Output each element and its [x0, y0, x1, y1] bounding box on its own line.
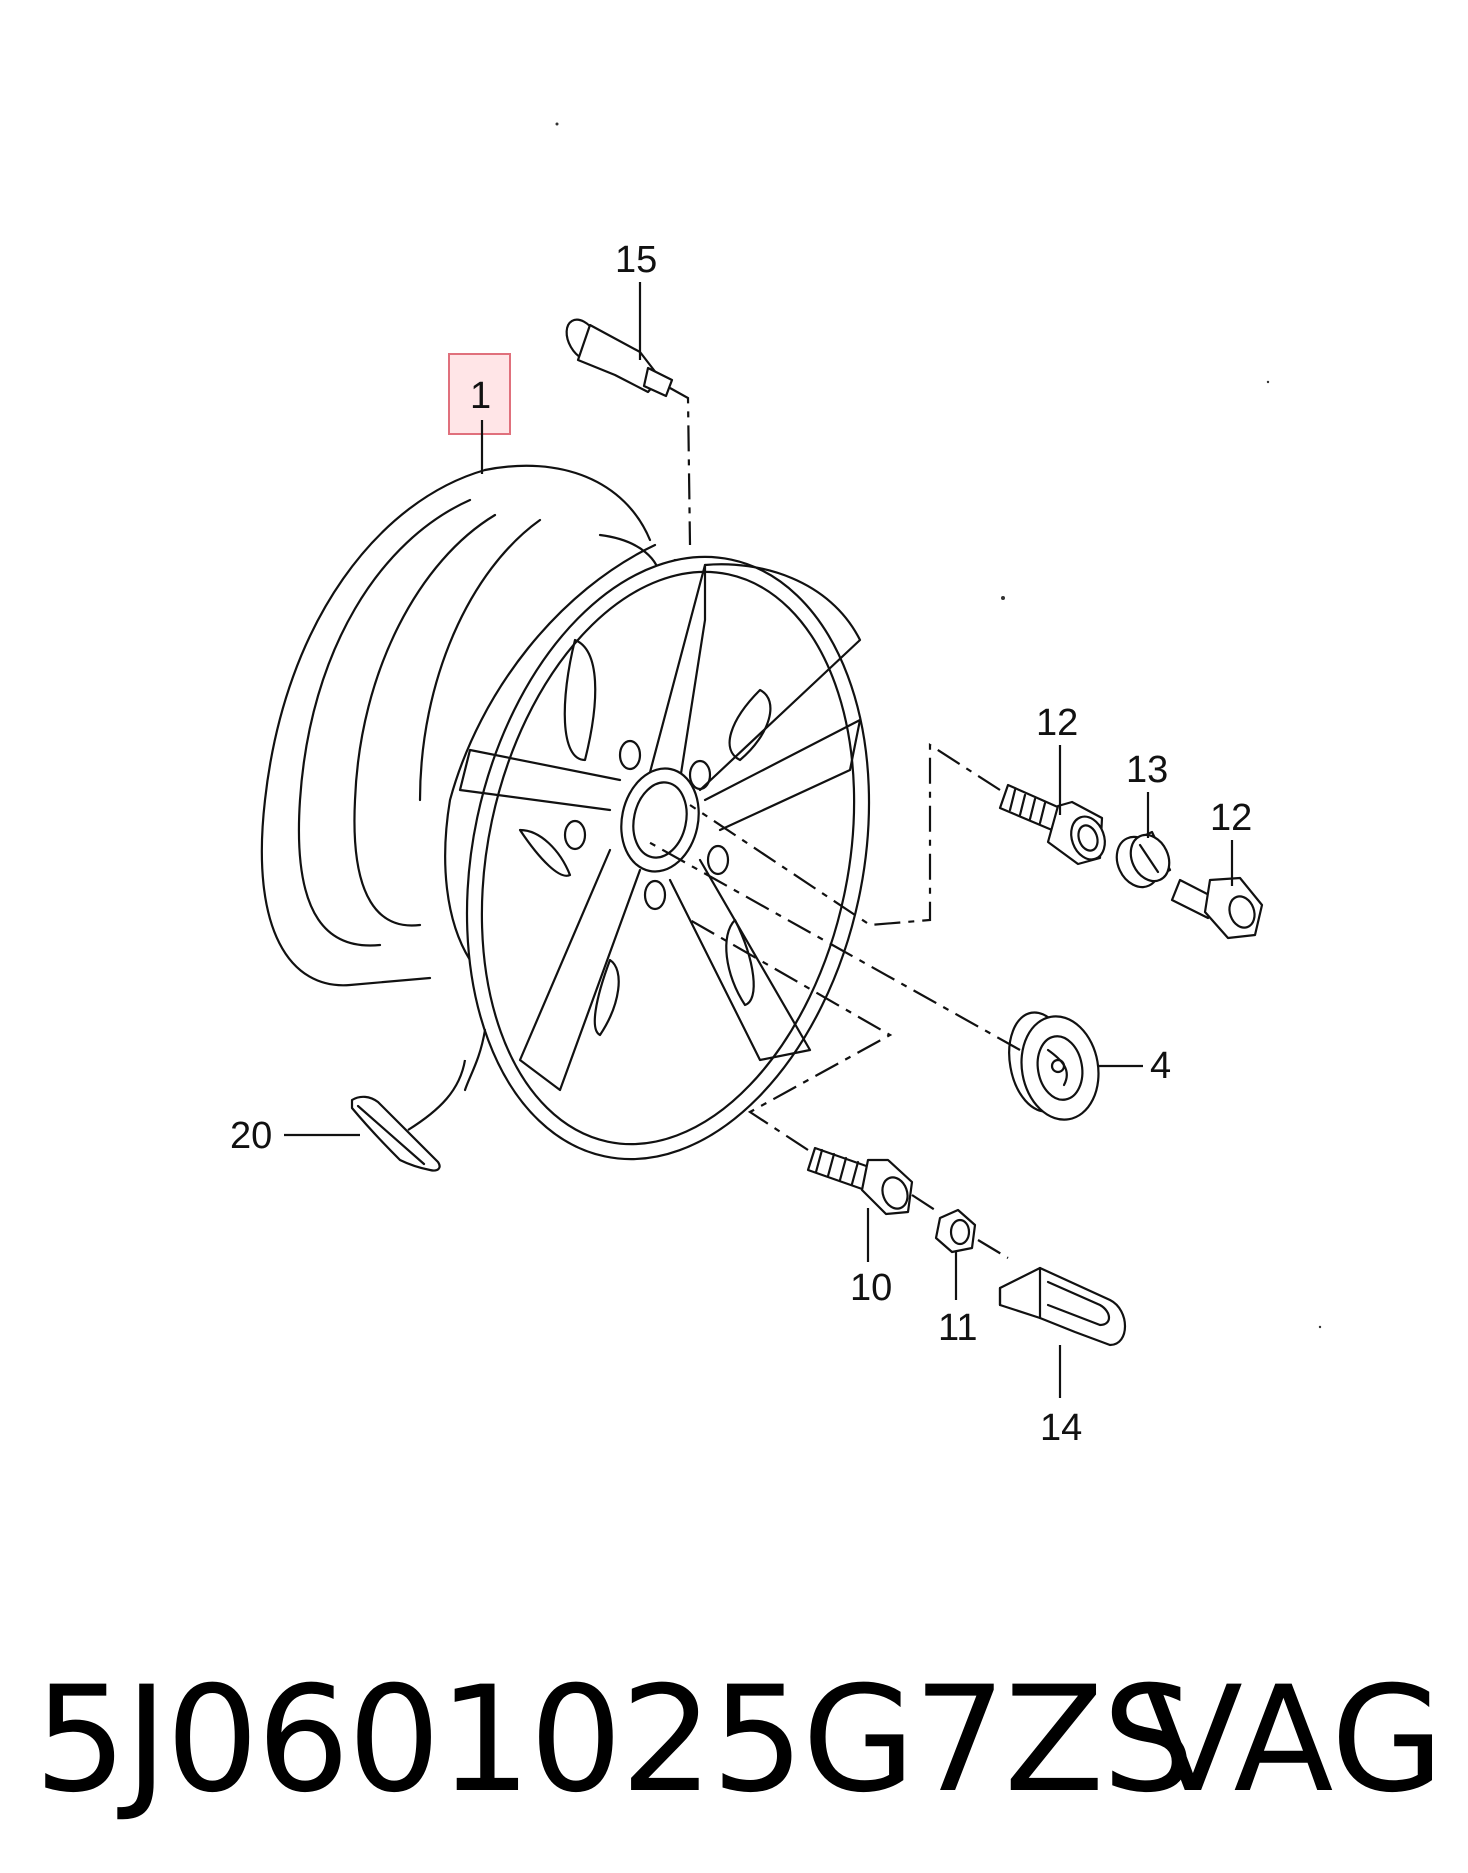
assembly-line-hub-cap [644, 839, 1021, 1051]
assembly-line-bolt [689, 742, 1001, 927]
bolt-cap [934, 1208, 977, 1254]
callout-label-puller: 14 [1040, 1407, 1082, 1449]
wheel-bolt [806, 1146, 914, 1216]
anti-theft-bolt-lower [1170, 876, 1264, 940]
part-number-label: 5J0601025G7ZS [34, 1655, 1195, 1825]
leader-curve-balance-weight [407, 1059, 467, 1131]
bolt-cap-puller [998, 1266, 1126, 1347]
callout-label-hub-cap: 4 [1150, 1045, 1171, 1087]
hub-cap [1008, 1011, 1100, 1121]
callout-label-lock-insert: 13 [1126, 749, 1168, 791]
assembly-line-bolt-cap [911, 1194, 939, 1213]
callout-label-valve: 15 [615, 239, 657, 281]
assembly-line-puller [977, 1239, 1009, 1259]
assembly-line-wheel-bolt [689, 919, 893, 1151]
brand-label: VAG [1143, 1655, 1444, 1825]
caption-bar: 5J0601025G7ZS VAG [0, 1650, 1468, 1830]
callout-highlight-box [448, 353, 511, 435]
callout-label-wheel-bolt: 10 [850, 1267, 892, 1309]
balance-weight [350, 1095, 441, 1172]
anti-theft-bolt-upper [998, 783, 1106, 866]
callout-label-wheel-rim: 1 [470, 375, 491, 417]
callout-label-bolt-cap: 11 [938, 1307, 977, 1349]
tyre-valve [565, 318, 674, 398]
wheel-rim [260, 464, 871, 1161]
lock-insert [1115, 830, 1172, 889]
callout-label-bolt-lower: 12 [1210, 797, 1252, 839]
callout-label-balance-weight: 20 [230, 1115, 272, 1157]
assembly-line-valve [669, 387, 692, 546]
callout-label-bolt-upper: 12 [1036, 702, 1078, 744]
